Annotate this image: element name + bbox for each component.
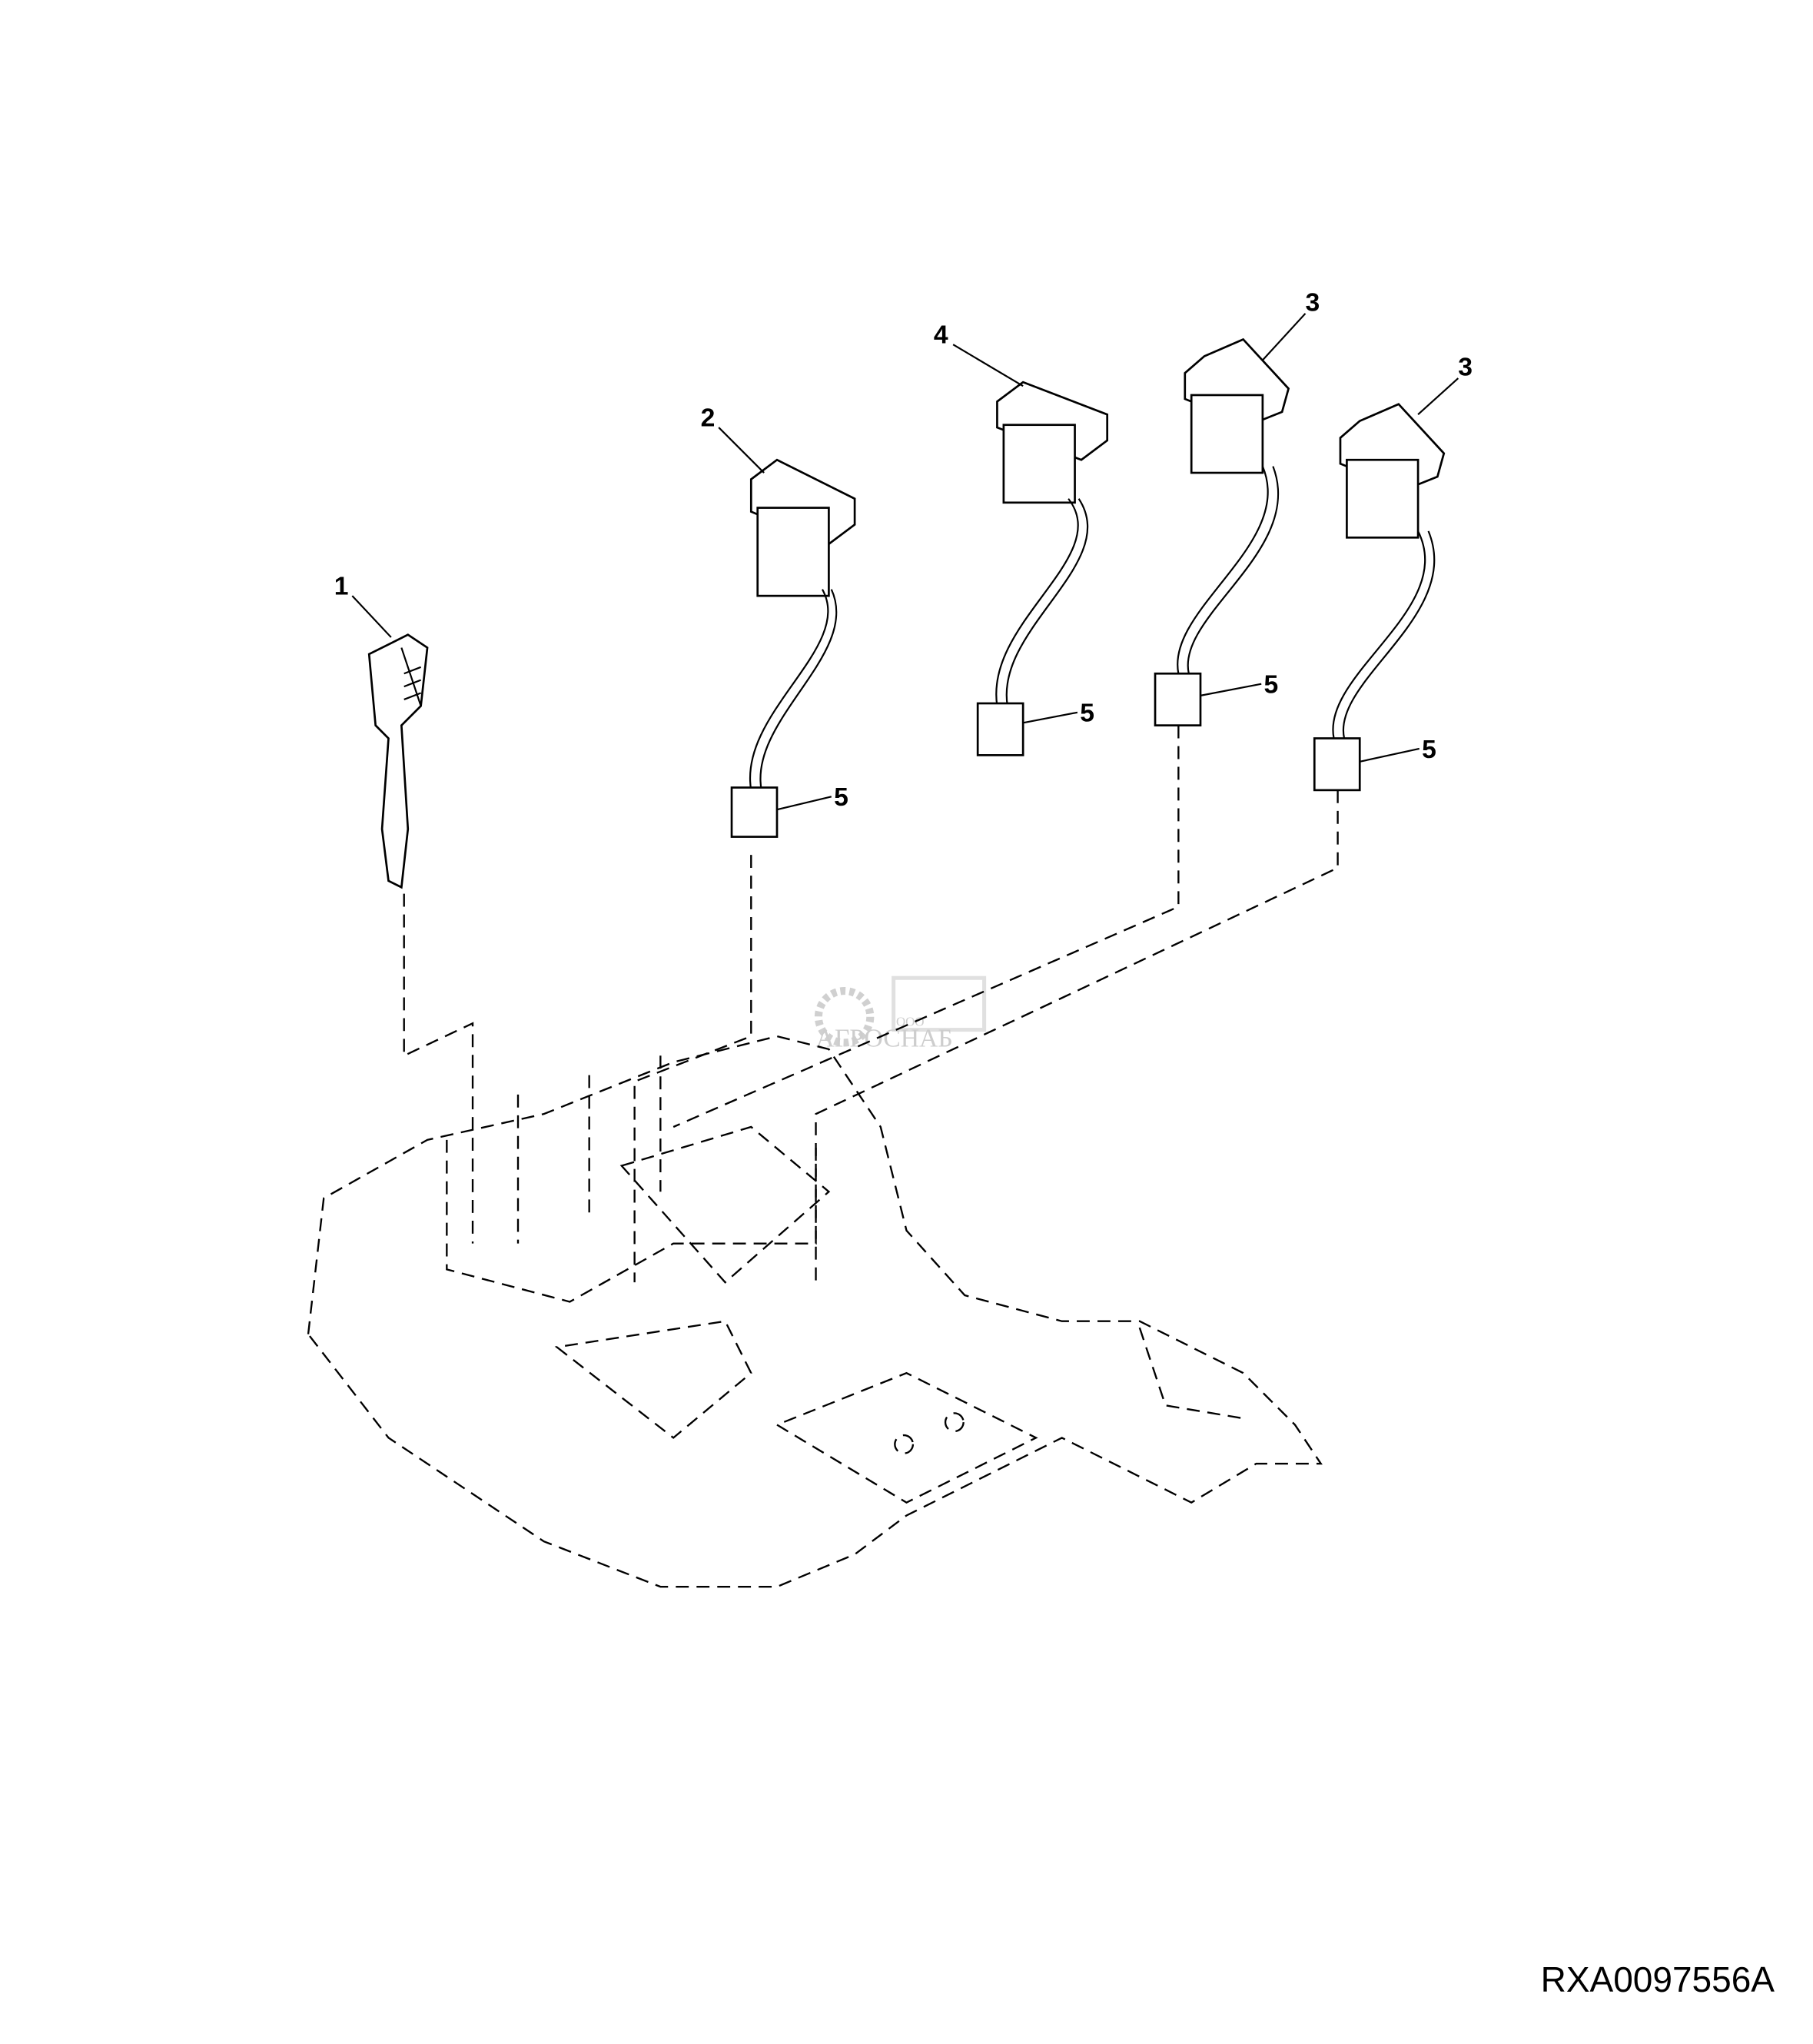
callout-1: 1 — [334, 572, 349, 600]
callout-3b: 3 — [1458, 354, 1473, 382]
callout-3a: 3 — [1305, 288, 1320, 317]
part-2-switch — [730, 458, 856, 838]
callout-4: 4 — [934, 321, 948, 350]
part-3-switch-second — [1313, 403, 1446, 792]
drawing-number: RXA0097556A — [1540, 1959, 1775, 1999]
callout-5c: 5 — [1264, 671, 1279, 700]
part-1-lever — [367, 633, 429, 889]
watermark-name: АГРОСНАБ — [816, 1025, 953, 1053]
assembly-lines — [403, 725, 1339, 1283]
console-outline — [307, 1035, 1323, 1588]
callout-2: 2 — [701, 404, 716, 432]
callouts: 1 2 4 3 3 5 5 5 5 — [334, 288, 1473, 812]
callout-5a: 5 — [834, 783, 848, 812]
part-4-switch — [976, 381, 1109, 756]
watermark-logo: ООО АГРОСНАБ — [814, 975, 987, 1053]
callout-5d: 5 — [1422, 736, 1436, 764]
callout-5b: 5 — [1080, 700, 1094, 728]
watermark-prefix: ООО — [896, 1015, 924, 1029]
part-3-switch — [1154, 337, 1290, 726]
